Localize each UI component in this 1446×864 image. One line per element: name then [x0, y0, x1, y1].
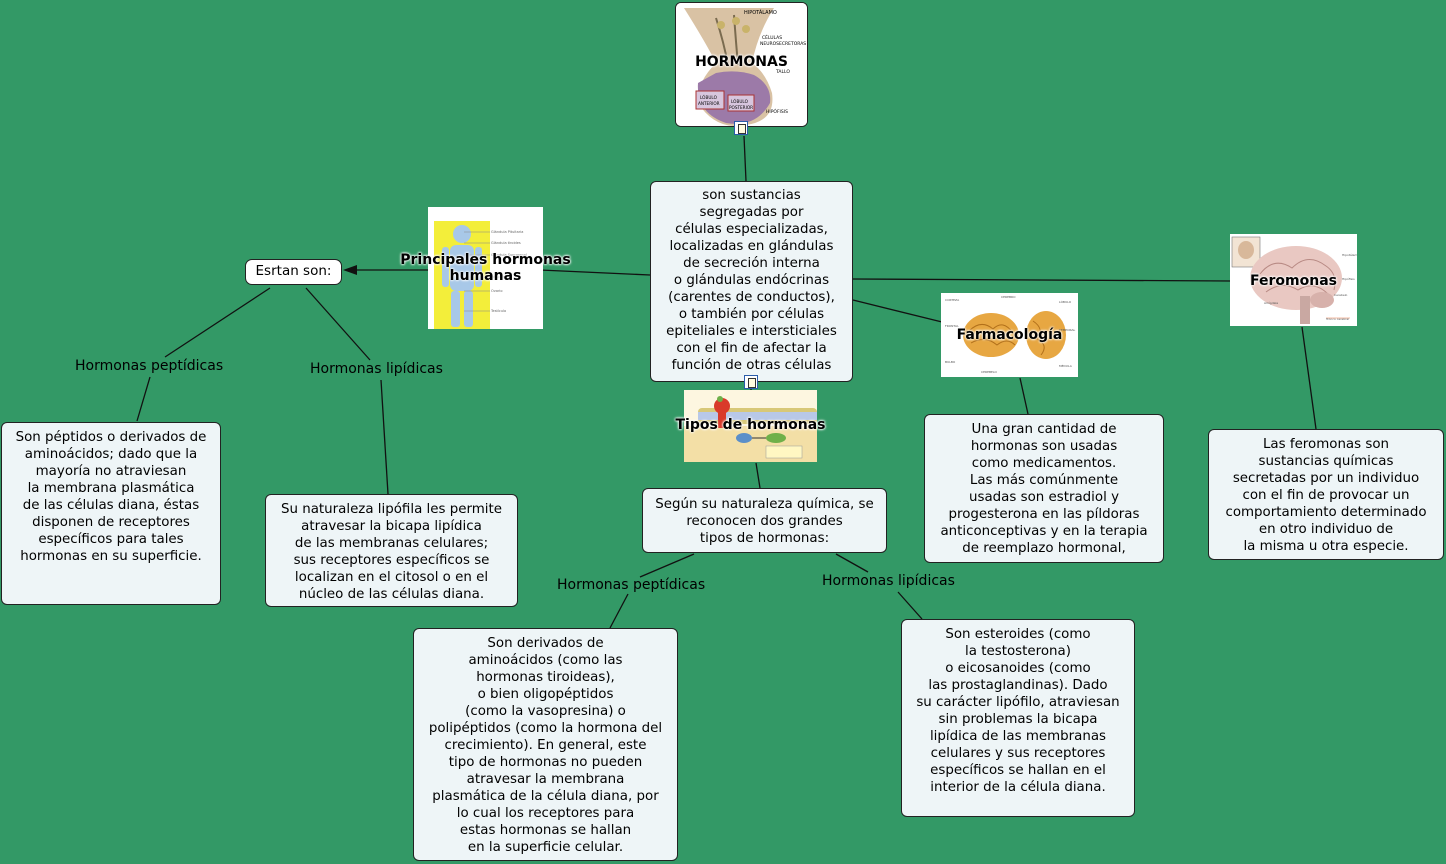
brain-halves-illustration: CORTEZA CEREBRO LÓBULO FRONTAL TEMPORAL BUL…: [941, 293, 1078, 377]
line-right-label-box: [380, 379, 389, 495]
svg-text:Hipotálamo: Hipotálamo: [1342, 253, 1357, 257]
line-tipos-lipidicas: [835, 553, 869, 573]
svg-text:TEMPORAL: TEMPORAL: [1058, 328, 1076, 332]
svg-text:Tronco cerebral: Tronco cerebral: [1325, 317, 1349, 321]
svg-text:Glándula tiroides: Glándula tiroides: [491, 241, 521, 245]
svg-text:NEUROSECRETORAS: NEUROSECRETORAS: [760, 41, 806, 47]
line-hormonas-central: [743, 135, 747, 182]
line-left-label-box: [136, 376, 151, 422]
line-tipos-lip-box: [897, 591, 923, 620]
label-hormonas-peptidicas-center[interactable]: Hormonas peptídicas: [557, 577, 706, 593]
principales-title: Principales hormonas humanas: [400, 252, 571, 284]
svg-text:Amígdala: Amígdala: [1264, 301, 1278, 305]
svg-text:Hipófisis: Hipófisis: [1342, 277, 1355, 281]
line-tipos-peptidicas: [639, 553, 695, 578]
central-definition-box[interactable]: son sustancias segregadas por células es…: [650, 181, 853, 382]
note-icon[interactable]: [734, 121, 748, 135]
svg-text:ANTERIOR: ANTERIOR: [698, 101, 720, 106]
svg-text:CÉLULAS: CÉLULAS: [762, 33, 782, 41]
svg-text:POSTERIOR: POSTERIOR: [729, 105, 753, 110]
feromonas-title: Feromonas: [1250, 273, 1337, 289]
label-hormonas-peptidicas-left[interactable]: Hormonas peptídicas: [75, 358, 224, 374]
svg-text:MÉDULA: MÉDULA: [1059, 363, 1073, 368]
svg-text:BULBO: BULBO: [945, 360, 956, 364]
svg-text:CEREBRO: CEREBRO: [1001, 295, 1016, 299]
membrane-image: [684, 390, 817, 462]
line-central-feromonas: [852, 278, 1232, 282]
tipos-description-box[interactable]: Según su naturaleza química, se reconoce…: [642, 488, 887, 553]
farmacologia-node[interactable]: CORTEZA CEREBRO LÓBULO FRONTAL TEMPORAL BUL…: [941, 293, 1078, 377]
line-esrtan-right: [305, 287, 371, 361]
line-feromonas-box: [1301, 326, 1317, 430]
svg-text:LÓBULO: LÓBULO: [1059, 299, 1072, 304]
label-hormonas-lipidicas-left[interactable]: Hormonas lipídicas: [310, 361, 443, 377]
line-farmacologia-box: [1019, 377, 1029, 415]
hormonas-node[interactable]: HIPOTÁLAMO CÉLULAS NEUROSECRETORAS TALLO…: [675, 2, 808, 135]
svg-text:FRONTAL: FRONTAL: [945, 324, 959, 328]
label-hormonas-lipidicas-center[interactable]: Hormonas lipídicas: [822, 573, 955, 589]
pituitary-illustration: HIPOTÁLAMO CÉLULAS NEUROSECRETORAS TALLO…: [676, 3, 807, 126]
line-central-farmacologia: [852, 299, 943, 323]
feromonas-node[interactable]: HipotálamoHipófisisTronco cerebral Amígd…: [1230, 234, 1357, 326]
svg-text:LÓBULO: LÓBULO: [731, 99, 749, 104]
tipos-peptidicas-box[interactable]: Son derivados de aminoácidos (como las h…: [413, 628, 678, 861]
farmacologia-box[interactable]: Una gran cantidad de hormonas son usadas…: [924, 414, 1164, 563]
brain-halves-image: CORTEZA CEREBRO LÓBULO FRONTAL TEMPORAL BUL…: [941, 293, 1078, 377]
esrtan-son-box[interactable]: Esrtan son:: [245, 259, 342, 285]
img-label-tallo: TALLO: [775, 69, 790, 75]
line-tipos-text: [755, 462, 761, 489]
svg-text:CEREBELO: CEREBELO: [981, 370, 997, 374]
principales-lipidicas-box[interactable]: Su naturaleza lipófila les permite atrav…: [265, 494, 518, 607]
brain-sagittal-image: HipotálamoHipófisisTronco cerebral Amígd…: [1230, 234, 1357, 326]
svg-text:Glándula Suprarenal: Glándula Suprarenal: [491, 253, 527, 257]
line-tipos-pep-box: [609, 593, 629, 629]
svg-text:Glándula Pituitaria: Glándula Pituitaria: [491, 230, 523, 234]
line-esrtan-left: [164, 287, 271, 358]
svg-text:Cerebelo: Cerebelo: [1334, 293, 1348, 297]
principales-peptidicas-box[interactable]: Son péptidos o derivados de aminoácidos;…: [1, 422, 221, 605]
img-label-hipofisis: HIPÓFISIS: [766, 108, 788, 115]
tipos-lipidicas-box[interactable]: Son esteroides (como la testosterona) o …: [901, 619, 1135, 817]
arrow-head: [343, 265, 357, 275]
feromonas-box[interactable]: Las feromonas son sustancias químicas se…: [1208, 429, 1444, 560]
line-central-principales: [539, 269, 651, 276]
farmacologia-title: Farmacología: [956, 327, 1063, 343]
hormonas-title: HORMONAS: [695, 54, 788, 70]
brain-sagittal-illustration: HipotálamoHipófisisTronco cerebral Amígd…: [1230, 234, 1357, 326]
tipos-title: Tipos de hormonas: [675, 417, 826, 433]
img-label-hipotalamo: HIPOTÁLAMO: [744, 9, 777, 16]
tipos-node[interactable]: Tipos de hormonas: [675, 390, 826, 462]
svg-text:Páncreas: Páncreas: [491, 275, 507, 279]
membrane-illustration: [684, 390, 817, 462]
note-icon[interactable]: [744, 375, 758, 389]
svg-text:CORTEZA: CORTEZA: [945, 298, 960, 302]
svg-text:Ovario: Ovario: [491, 289, 503, 293]
svg-text:Testículo: Testículo: [490, 309, 506, 313]
svg-text:LÓBULO: LÓBULO: [700, 95, 718, 100]
pituitary-image: HIPOTÁLAMO CÉLULAS NEUROSECRETORAS TALLO…: [675, 2, 808, 127]
